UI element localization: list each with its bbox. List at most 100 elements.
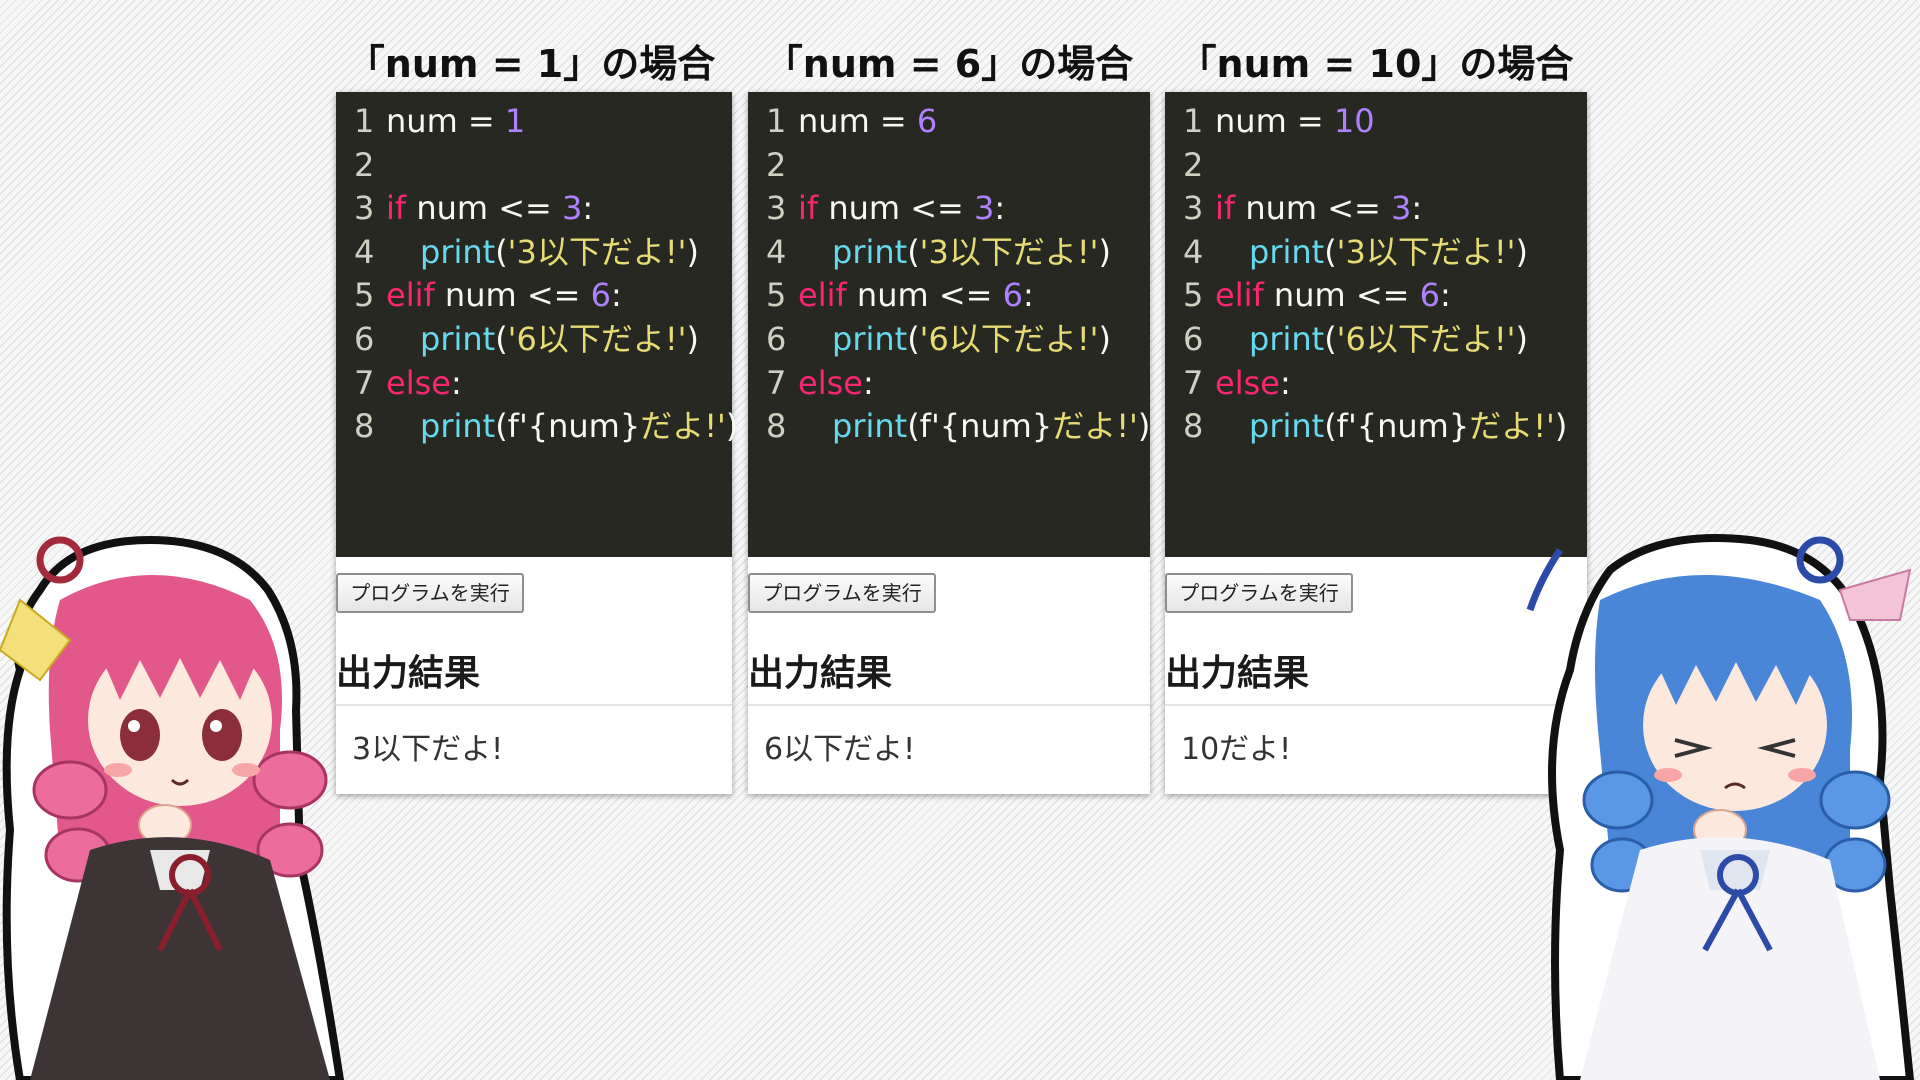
code-text: print('3以下だよ!') [420,231,699,275]
line-number: 7 [1183,363,1204,402]
code-token: num <= [406,189,563,228]
code-token: num = [1215,102,1334,140]
code-token: 6 [916,102,938,140]
case-title-num-1: 「num = 1」の場合 [346,42,716,86]
code-token: print [1249,319,1325,358]
code-text: num = 6 [798,100,937,144]
code-token: elif [798,276,847,315]
code-token: elif [386,276,435,315]
code-token: : [1022,276,1034,315]
output-heading: 出力結果 [336,653,481,694]
code-token: print [1249,407,1325,446]
code-text: else: [1215,362,1291,406]
line-number: 3 [354,189,375,228]
code-token: print [420,232,496,271]
code-token: else [1215,363,1280,402]
case-title-num-6: 「num = 6」の場合 [764,42,1134,86]
case-title-num-10: 「num = 10」の場合 [1178,42,1574,86]
code-token: 1 [504,102,526,140]
code-token: ) [686,232,699,271]
code-token: ( [907,319,920,358]
output-box: 6以下だよ! [748,704,1150,794]
line-number: 5 [354,276,375,315]
line-number: 1 [1183,102,1204,140]
code-text: elif num <= 6: [386,274,622,318]
code-text: print('6以下だよ!') [420,318,699,362]
code-token: if [386,189,407,228]
code-token: ) [725,407,739,446]
code-token: ) [1098,232,1111,271]
code-text: if num <= 3: [386,187,593,231]
code-token: ) [1515,232,1528,271]
code-token: (f' [907,407,940,446]
run-program-button[interactable]: プログラムを実行 [748,573,936,613]
line-number: 3 [1183,189,1204,228]
code-token: だよ!' [1052,407,1138,446]
code-token: 10 [1333,102,1375,140]
code-token: '6以下だよ!' [1336,319,1516,358]
line-number: 1 [354,102,375,140]
code-token: : [862,363,874,402]
code-token: num <= [818,189,975,228]
run-program-button[interactable]: プログラムを実行 [336,573,524,613]
code-line: 7 else: [1165,362,1587,406]
line-number: 4 [766,232,787,271]
code-token: {num} [939,407,1053,446]
line-number: 2 [766,145,787,184]
code-token: 6 [1419,276,1440,315]
code-token: else [386,363,451,402]
code-token: print [832,319,908,358]
output-box: 10だよ! [1165,704,1587,794]
code-line: 6 print('6以下だよ!') [748,318,1150,362]
code-line: 3 if num <= 3: [336,187,732,231]
code-token: ) [1137,407,1151,446]
line-number: 7 [766,363,787,402]
code-token: (f' [495,407,528,446]
code-token: : [450,363,462,402]
line-number: 6 [766,319,787,358]
line-number: 8 [766,407,787,446]
code-text: print('3以下だよ!') [832,231,1111,275]
code-token: : [610,276,622,315]
code-token: : [1439,276,1451,315]
line-number: 4 [354,232,375,271]
code-text: print(f'{num}だよ!') [420,405,738,449]
code-text: print('3以下だよ!') [1249,231,1528,275]
code-token: num <= [846,276,1003,315]
code-token: '3以下だよ!' [507,232,687,271]
code-token: {num} [1356,407,1470,446]
code-token: print [832,407,908,446]
output-heading: 出力結果 [1165,653,1310,694]
code-line: 8 print(f'{num}だよ!') [748,405,1150,449]
code-text: elif num <= 6: [1215,274,1451,318]
code-token: ( [495,319,508,358]
code-line: 4 print('3以下だよ!') [336,231,732,275]
code-token: num = [798,102,917,140]
code-token: '3以下だよ!' [1336,232,1516,271]
blue-haired-girl-illustration [1526,534,1915,1080]
code-token: ( [1324,319,1337,358]
code-token: ) [1098,319,1111,358]
code-token: ) [686,319,699,358]
code-token: '6以下だよ!' [919,319,1099,358]
code-token: {num} [527,407,641,446]
code-line: 2 [1165,144,1587,188]
code-token: num <= [1235,189,1392,228]
run-program-button[interactable]: プログラムを実行 [1165,573,1353,613]
line-number: 6 [354,319,375,358]
